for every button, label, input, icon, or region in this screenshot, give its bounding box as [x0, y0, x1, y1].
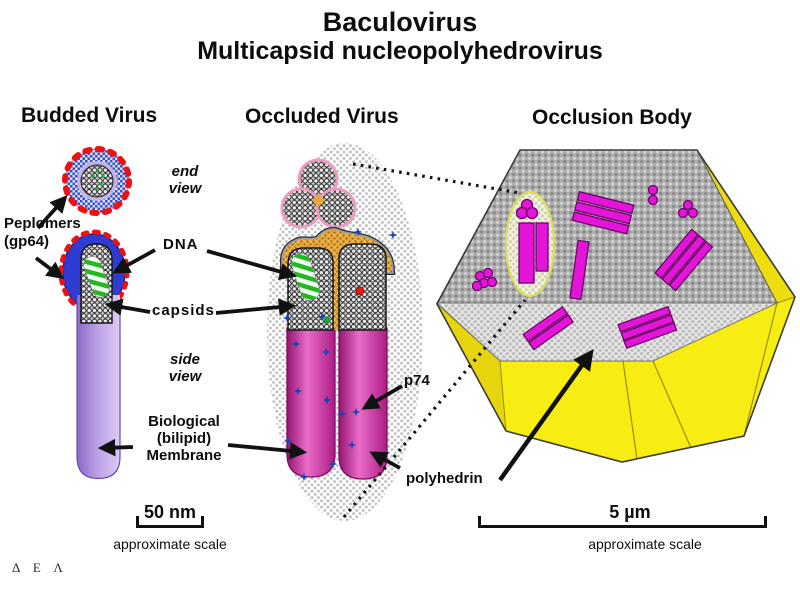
callout-dotted-line-bottom: [342, 298, 527, 519]
scalebar-5um-caption: approximate scale: [588, 536, 702, 552]
page-title: Baculovirus: [322, 7, 478, 37]
heading-occluded-virus: Occluded Virus: [245, 105, 399, 128]
peplomers-line2: (gp64): [4, 233, 49, 250]
budded-virus-figure: [58, 146, 132, 480]
side-view-label: side view: [150, 351, 220, 385]
p74-label: p74: [404, 372, 430, 389]
virion-trefoil-right: [677, 199, 699, 219]
occluded-virus-figure: [267, 143, 423, 521]
virion-bundle-bottom-right: [617, 305, 678, 350]
scalebar-50nm-label: 50 nm: [143, 502, 197, 522]
arrow-polyhedrin-occlusion: [498, 348, 594, 482]
membrane-line3: Membrane: [146, 447, 222, 464]
membrane-line2: (bilipid): [156, 430, 212, 447]
scalebar-5um: [478, 516, 767, 528]
dna-specks: [91, 169, 105, 191]
occlusion-body-figure: [435, 149, 796, 463]
green-dot: [322, 315, 332, 325]
end-view-line2: view: [168, 180, 202, 197]
arrow-dna-occluded: [206, 249, 298, 281]
callout-dotted-line-top: [352, 162, 521, 195]
arrow-capsids-budded: [104, 298, 151, 316]
arrow-membrane-budded: [97, 438, 134, 457]
arrow-polyhedrin-occluded: [369, 451, 401, 470]
membrane-rod: [77, 295, 120, 479]
dna-label: DNA: [163, 236, 199, 253]
capsids-label: capsids: [152, 302, 215, 319]
scalebar-5um-label: 5 µm: [609, 502, 651, 522]
arrow-dna-budded: [112, 248, 156, 274]
side-view-line2: view: [168, 368, 202, 385]
envelope-rod-left: [286, 327, 336, 478]
page-subtitle: Multicapsid nucleopolyhedrovirus: [197, 37, 603, 65]
peplomers-line1: Peplomers: [4, 215, 81, 232]
polyhedrin-label: polyhedrin: [406, 470, 483, 487]
capsid-core: [80, 164, 114, 198]
virion-bundle-right: [654, 228, 714, 292]
author-signature: Δ Ε Λ: [12, 560, 68, 575]
membrane-rod-outline: [76, 303, 121, 480]
peplomers-label: Peplomers (gp64): [4, 215, 81, 251]
arrow-membrane-occluded: [227, 442, 308, 460]
heading-budded-virus: Budded Virus: [21, 104, 158, 127]
budded-end-view: [62, 146, 132, 216]
heading-occlusion-body: Occlusion Body: [532, 106, 692, 129]
embedded-virions: [471, 184, 714, 351]
tegument-channel: [333, 254, 339, 330]
annotation-arrows: [34, 195, 594, 482]
scalebar-50nm: [136, 516, 204, 528]
end-view-label: end view: [150, 163, 220, 197]
occlusion-body-outline: [436, 149, 796, 463]
cut-front-face: [435, 302, 778, 362]
nucleocapsid-right: [338, 243, 387, 331]
scalebar-50nm-caption: approximate scale: [113, 536, 227, 552]
arrow-peplomers-endview: [36, 195, 68, 230]
red-dot: [355, 286, 365, 296]
dna-patch-budded: [83, 256, 110, 298]
facet-edges: [500, 302, 778, 460]
arrow-capsids-occluded: [215, 298, 297, 316]
virion-pair-circles: [647, 184, 659, 206]
side-view-line1: side: [169, 351, 200, 368]
peplomer-ring: [62, 146, 132, 216]
virion-cutaway: [280, 226, 398, 482]
virion-bundle-top: [571, 190, 635, 235]
membrane-label: Biological (bilipid) Membrane: [133, 413, 235, 464]
end-view-line1: end: [171, 163, 199, 180]
virion-bundle-bottom-left: [522, 305, 575, 351]
virion-cluster-left: [471, 267, 498, 292]
nucleocapsid-trefoil: [280, 158, 357, 229]
membrane-line1: Biological: [148, 413, 220, 430]
arrow-p74: [361, 384, 403, 410]
virion-single-rod: [569, 239, 590, 301]
virion-bundle-highlighted: [515, 198, 549, 284]
arrow-peplomers-sideview: [34, 256, 65, 280]
